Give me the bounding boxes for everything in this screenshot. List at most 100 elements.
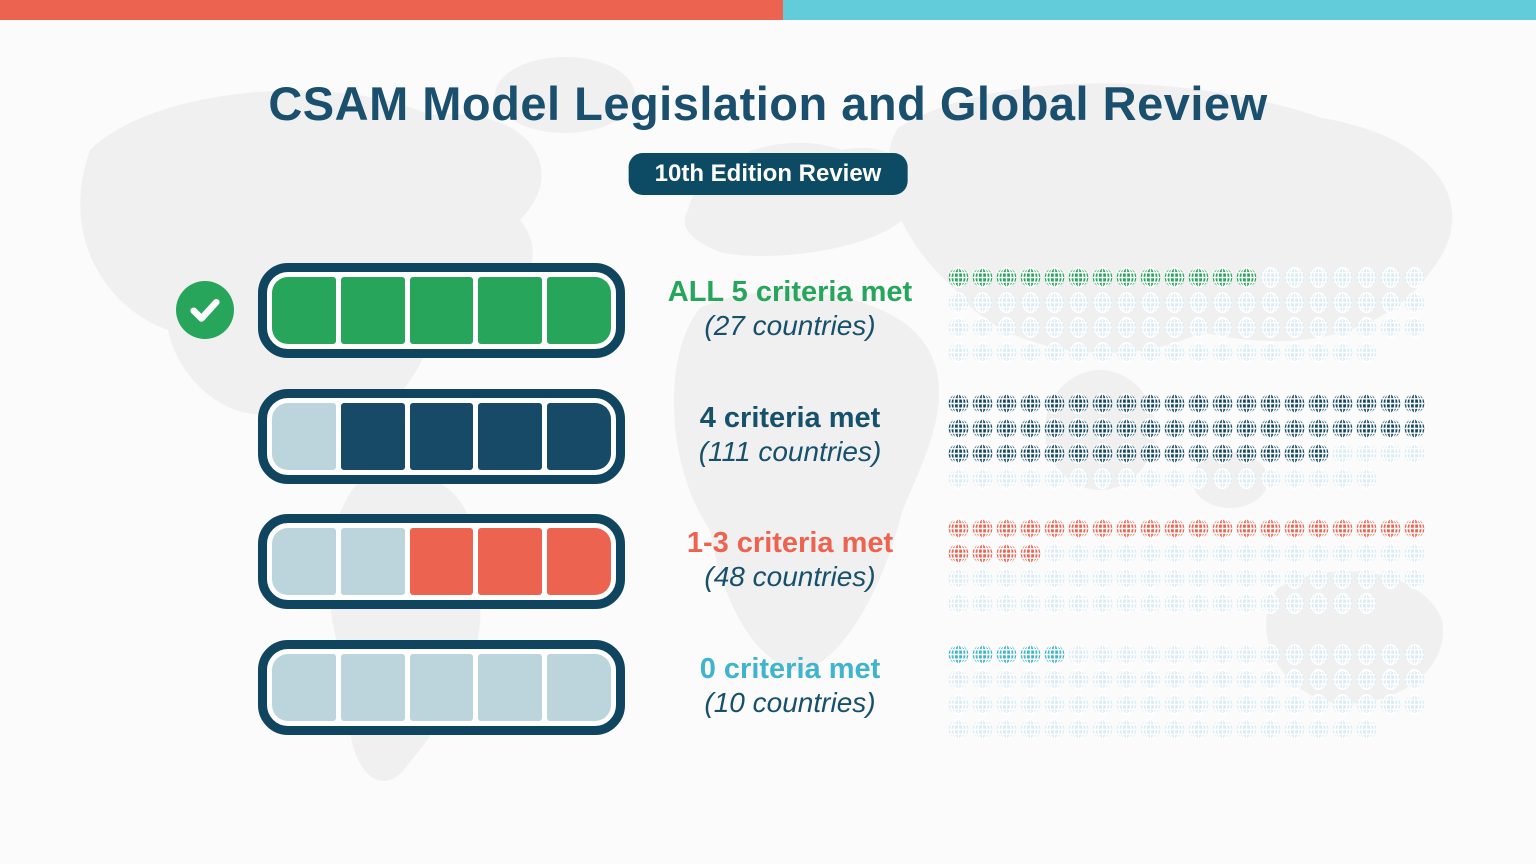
globe-icon-empty [996, 468, 1017, 489]
globe-icon-empty [1044, 342, 1065, 363]
globe-icon [1140, 267, 1161, 288]
globe-icon [1236, 267, 1257, 288]
globe-icon-empty [1164, 342, 1185, 363]
globe-icon-empty [1212, 568, 1233, 589]
globe-icon-empty [1164, 669, 1185, 690]
globe-icon [1092, 443, 1113, 464]
globe-icon-empty [1116, 342, 1137, 363]
globe-icon-empty [1308, 292, 1329, 313]
page-title: CSAM Model Legislation and Global Review [268, 77, 1268, 130]
globe-icon-empty [1356, 593, 1377, 614]
globe-icon-empty [996, 694, 1017, 715]
country-count-label: (48 countries) [704, 561, 876, 592]
criteria-segment-filled [547, 528, 611, 595]
globe-icon [1020, 393, 1041, 414]
globe-icon-empty [1068, 644, 1089, 665]
country-count-label: (27 countries) [704, 310, 876, 341]
globe-icon-empty [1116, 568, 1137, 589]
criteria-labels: 4 criteria met(111 countries) [615, 402, 965, 468]
criteria-labels: 0 criteria met(10 countries) [615, 653, 965, 719]
globe-icon-empty [1380, 694, 1401, 715]
globe-icon-empty [996, 593, 1017, 614]
globe-icon-empty [1356, 644, 1377, 665]
globe-icon [1308, 443, 1329, 464]
criteria-bar [258, 263, 625, 358]
globe-icon-empty [972, 719, 993, 740]
globe-icon-empty [1332, 543, 1353, 564]
globe-icon [1116, 393, 1137, 414]
top-accent-right [783, 0, 1536, 20]
criteria-segment-empty [478, 654, 543, 721]
criteria-segment-filled [478, 277, 543, 344]
globe-icon-empty [948, 317, 969, 338]
globe-icon [1044, 418, 1065, 439]
globe-icon-empty [972, 593, 993, 614]
globe-icon [1116, 443, 1137, 464]
globe-icon-empty [1236, 719, 1257, 740]
globe-icon-empty [1212, 543, 1233, 564]
globe-icon-empty [1260, 317, 1281, 338]
globe-pictogram-grid [948, 518, 1425, 618]
globe-icon-empty [1284, 593, 1305, 614]
globe-pictogram-grid [948, 267, 1425, 367]
globe-icon-empty [1116, 644, 1137, 665]
criteria-labels: 1-3 criteria met(48 countries) [615, 527, 965, 593]
globe-icon [1284, 418, 1305, 439]
globe-icon-empty [1308, 342, 1329, 363]
globe-icon-empty [1212, 669, 1233, 690]
globe-icon-empty [1116, 669, 1137, 690]
globe-icon-empty [1212, 694, 1233, 715]
globe-row [948, 694, 1425, 719]
globe-icon-empty [1332, 267, 1353, 288]
criteria-segment-empty [272, 403, 336, 470]
globe-row [948, 468, 1425, 493]
globe-icon-empty [1020, 694, 1041, 715]
globe-icon-empty [1236, 317, 1257, 338]
globe-icon-empty [1260, 644, 1281, 665]
globe-icon-empty [1092, 317, 1113, 338]
globe-icon-empty [1308, 644, 1329, 665]
globe-icon [972, 267, 993, 288]
globe-icon [1116, 418, 1137, 439]
globe-icon [996, 644, 1017, 665]
globe-row [948, 317, 1425, 342]
globe-icon-empty [1308, 543, 1329, 564]
globe-icon [1092, 267, 1113, 288]
criteria-segment-empty [272, 528, 336, 595]
globe-icon-empty [1260, 593, 1281, 614]
globe-icon-empty [1164, 719, 1185, 740]
globe-icon-empty [1356, 342, 1377, 363]
globe-icon-empty [1044, 694, 1065, 715]
globe-icon [1236, 443, 1257, 464]
globe-icon-empty [1380, 568, 1401, 589]
globe-icon-empty [1380, 644, 1401, 665]
globe-icon-empty [1044, 568, 1065, 589]
globe-icon [1116, 518, 1137, 539]
globe-icon-empty [1404, 543, 1425, 564]
globe-icon-empty [1020, 317, 1041, 338]
globe-icon-empty [1092, 568, 1113, 589]
criteria-label: 4 criteria met [699, 402, 881, 434]
globe-icon-empty [1236, 669, 1257, 690]
globe-icon-empty [1092, 669, 1113, 690]
check-circle-icon [176, 281, 234, 339]
globe-icon [1284, 443, 1305, 464]
globe-icon-empty [1164, 292, 1185, 313]
globe-icon-empty [1044, 292, 1065, 313]
criteria-label: ALL 5 criteria met [667, 276, 913, 308]
globe-icon [1164, 393, 1185, 414]
globe-icon-empty [1068, 292, 1089, 313]
globe-icon-empty [1068, 543, 1089, 564]
globe-icon [1332, 418, 1353, 439]
globe-icon [1092, 518, 1113, 539]
globe-icon [1044, 393, 1065, 414]
globe-icon [1140, 443, 1161, 464]
globe-icon-empty [1308, 593, 1329, 614]
globe-icon-empty [1380, 317, 1401, 338]
globe-icon-empty [1404, 443, 1425, 464]
globe-icon-empty [1380, 292, 1401, 313]
globe-icon-empty [1260, 568, 1281, 589]
globe-icon-empty [1356, 719, 1377, 740]
globe-icon-empty [1140, 593, 1161, 614]
globe-icon [1308, 393, 1329, 414]
